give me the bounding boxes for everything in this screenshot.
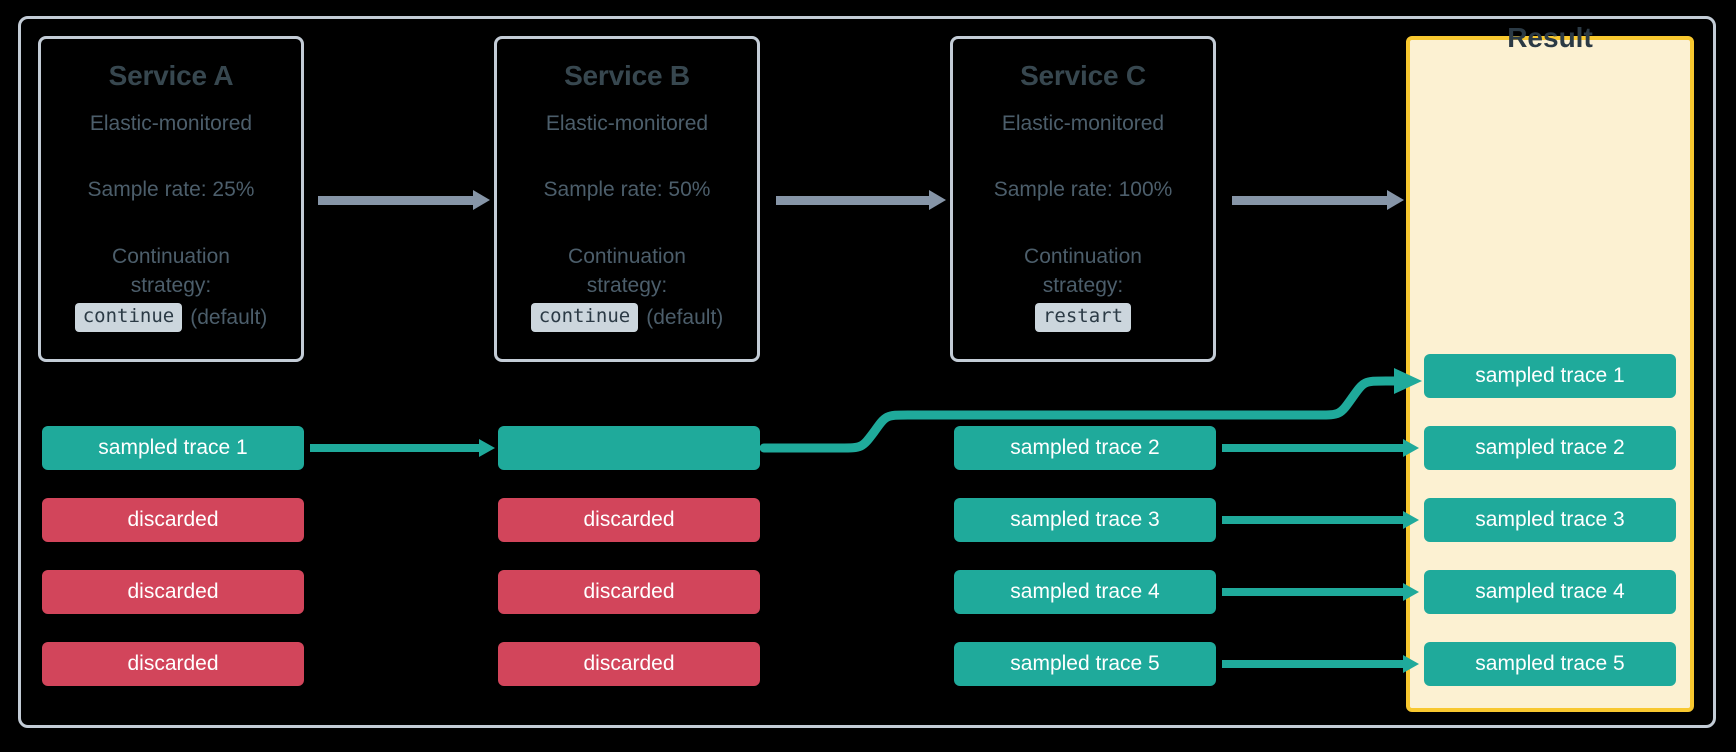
trace-pill-b-2: discarded: [498, 498, 760, 542]
trace-pill-b-1: [498, 426, 760, 470]
arrow-shaft: [310, 444, 480, 452]
arrow-head-icon: [479, 439, 495, 457]
trace-arrow-c1-to-result2: [1222, 439, 1420, 457]
service-b-strategy-value-row: continue (default): [530, 303, 724, 332]
diagram-outer-frame: [18, 16, 1716, 728]
arrow-head-icon: [473, 190, 490, 210]
service-a-title: Service A: [108, 60, 234, 91]
service-a-strategy-label: Continuation strategy:: [112, 244, 230, 297]
service-a-monitored: Elastic-monitored: [89, 111, 253, 135]
result-trace-pill-2: sampled trace 2: [1424, 426, 1676, 470]
arrow-head-icon: [929, 190, 946, 210]
service-c-monitored: Elastic-monitored: [1001, 111, 1165, 135]
service-a-strategy-note: (default): [190, 305, 268, 329]
service-card-a: Service A Elastic-monitored Sample rate:…: [38, 36, 304, 362]
arrow-service-a-to-b: [318, 190, 490, 210]
result-trace-pill-5: sampled trace 5: [1424, 642, 1676, 686]
arrow-head-icon: [1403, 655, 1419, 673]
service-card-c: Service C Elastic-monitored Sample rate:…: [950, 36, 1216, 362]
service-b-monitored: Elastic-monitored: [545, 111, 709, 135]
trace-pill-c-4: sampled trace 5: [954, 642, 1216, 686]
arrow-service-c-to-result: [1232, 190, 1404, 210]
arrow-head-icon: [1403, 583, 1419, 601]
service-b-strategy-code: continue: [530, 303, 639, 332]
service-c-strategy-label: Continuation strategy:: [1024, 244, 1142, 297]
service-b-title: Service B: [564, 60, 690, 91]
arrow-shaft: [1222, 588, 1404, 596]
arrow-head-icon: [1387, 190, 1404, 210]
service-b-strategy-label: Continuation strategy:: [568, 244, 686, 297]
result-trace-pill-1: sampled trace 1: [1424, 354, 1676, 398]
trace-pill-b-4: discarded: [498, 642, 760, 686]
result-title: Result: [1507, 22, 1593, 53]
result-trace-pill-4: sampled trace 4: [1424, 570, 1676, 614]
arrow-head-icon: [1403, 439, 1419, 457]
result-trace-pill-3: sampled trace 3: [1424, 498, 1676, 542]
trace-pill-a-3: discarded: [42, 570, 304, 614]
service-b-sample-rate: Sample rate: 50%: [543, 177, 711, 201]
arrow-shaft: [1222, 444, 1404, 452]
service-c-sample-rate: Sample rate: 100%: [993, 177, 1173, 201]
trace-pill-c-3: sampled trace 4: [954, 570, 1216, 614]
service-a-strategy-value-row: continue (default): [74, 303, 268, 332]
service-c-strategy-value-row: restart: [1034, 303, 1132, 332]
service-b-strategy-note: (default): [646, 305, 724, 329]
trace-arrow-c2-to-result3: [1222, 511, 1420, 529]
trace-pill-c-1: sampled trace 2: [954, 426, 1216, 470]
trace-pill-c-2: sampled trace 3: [954, 498, 1216, 542]
trace-pill-a-2: discarded: [42, 498, 304, 542]
trace-arrow-a1-to-b1: [310, 439, 496, 457]
trace-pill-b-3: discarded: [498, 570, 760, 614]
arrow-shaft: [1232, 196, 1388, 205]
arrow-head-icon: [1403, 511, 1419, 529]
trace-arrow-c3-to-result4: [1222, 583, 1420, 601]
service-c-strategy-code: restart: [1034, 303, 1132, 332]
trace-pill-a-4: discarded: [42, 642, 304, 686]
service-card-b: Service B Elastic-monitored Sample rate:…: [494, 36, 760, 362]
trace-pill-a-1: sampled trace 1: [42, 426, 304, 470]
service-c-title: Service C: [1020, 60, 1146, 91]
arrow-shaft: [1222, 516, 1404, 524]
arrow-shaft: [318, 196, 474, 205]
arrow-shaft: [1222, 660, 1404, 668]
trace-arrow-c4-to-result5: [1222, 655, 1420, 673]
service-a-strategy-code: continue: [74, 303, 183, 332]
service-a-sample-rate: Sample rate: 25%: [87, 177, 255, 201]
arrow-shaft: [776, 196, 930, 205]
arrow-service-b-to-c: [776, 190, 946, 210]
